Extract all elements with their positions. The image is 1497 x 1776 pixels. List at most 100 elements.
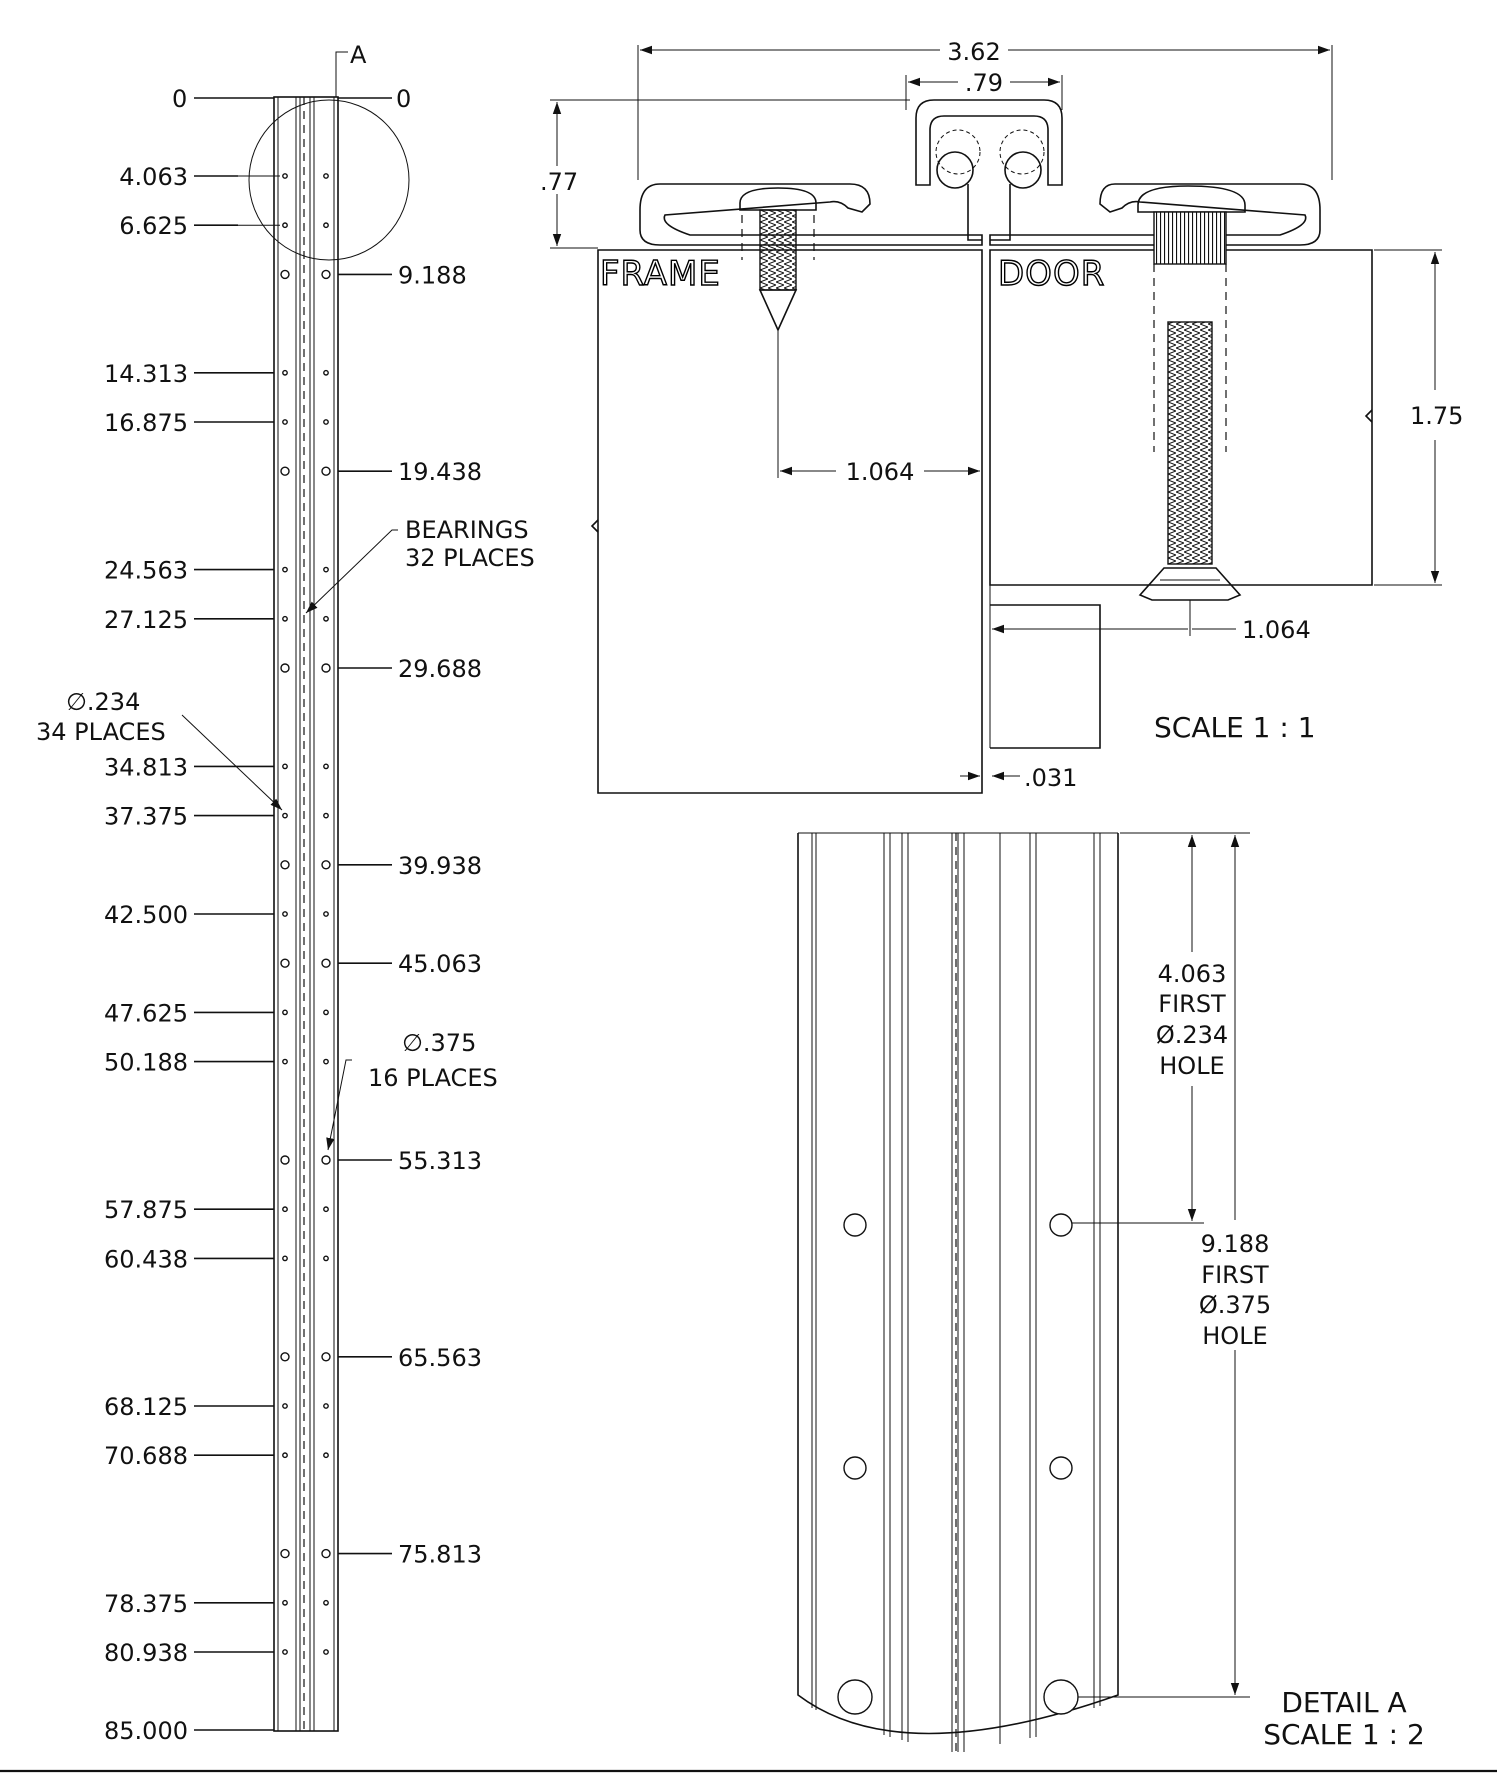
right-dim-label: 75.813: [398, 1541, 482, 1569]
left-dim: 57.875: [104, 1196, 274, 1224]
svg-text:HOLE: HOLE: [1202, 1322, 1267, 1350]
left-dim-label: 34.813: [104, 753, 188, 781]
left-dimension-labels: 4.0636.62514.31316.87524.56327.12534.813…: [104, 163, 280, 1745]
large-holes: [280, 269, 331, 1559]
large-hole: [321, 860, 331, 870]
bearings-callout: BEARINGS 32 PLACES: [305, 516, 535, 614]
svg-text:Ø.234: Ø.234: [1156, 1021, 1228, 1049]
detail-title: DETAIL A: [1281, 1686, 1406, 1719]
small-hole: [323, 615, 329, 622]
small-hole: [323, 1206, 329, 1213]
left-dim-label: 14.313: [104, 360, 188, 388]
svg-text:HOLE: HOLE: [1159, 1052, 1224, 1080]
large-hole: [280, 663, 290, 673]
left-dim: 14.313: [104, 360, 274, 388]
detail-scale: SCALE 1 : 2: [1263, 1718, 1425, 1751]
large-hole: [321, 466, 331, 476]
small-hole-callout: ∅.234 34 PLACES: [36, 688, 283, 811]
large-hole: [280, 466, 290, 476]
large-hole: [321, 269, 331, 280]
gap-dim: .031: [1024, 764, 1077, 792]
large-hole: [321, 1155, 331, 1165]
knuckle-dim: .79: [965, 69, 1003, 97]
large-hole: [321, 663, 331, 673]
small-hole: [282, 1255, 288, 1262]
right-dim-label: 19.438: [398, 458, 482, 486]
left-dim-label: 50.188: [104, 1049, 188, 1077]
width-dim: 3.62: [947, 38, 1000, 66]
left-dim: 50.188: [104, 1049, 274, 1077]
left-dim-label: 24.563: [104, 557, 188, 585]
right-dim-label: 45.063: [398, 950, 482, 978]
small-hole: [282, 1649, 288, 1655]
right-dim: 29.688: [338, 655, 482, 683]
height-dim: .77: [540, 168, 578, 196]
small-hole: [282, 812, 288, 819]
section-scale-label: SCALE 1 : 1: [1154, 711, 1316, 744]
right-dim: 9.188: [338, 261, 467, 289]
detail-dimensions: 4.063 FIRST Ø.234 HOLE 9.188 FIRST Ø.375…: [1072, 832, 1425, 1751]
left-dim: 34.813: [104, 753, 274, 781]
right-dim: 19.438: [338, 458, 482, 486]
left-dim: 37.375: [104, 803, 274, 831]
small-hole: [323, 812, 329, 819]
zero-right-label: 0: [396, 85, 411, 113]
small-hole: [282, 1599, 288, 1606]
left-dim: 85.000: [104, 1717, 274, 1745]
section-label: A: [350, 41, 367, 69]
left-dim-label: 4.063: [119, 163, 188, 191]
svg-text:FIRST: FIRST: [1201, 1261, 1269, 1289]
small-hole: [282, 369, 288, 376]
svg-text:∅.375: ∅.375: [402, 1029, 476, 1057]
small-hole: [282, 419, 288, 425]
large-hole: [280, 1352, 290, 1362]
left-dim-label: 60.438: [104, 1245, 188, 1273]
svg-text:32 PLACES: 32 PLACES: [405, 544, 535, 572]
right-dim-label: 65.563: [398, 1344, 482, 1372]
small-hole: [323, 222, 329, 229]
large-hole-callout: ∅.375 16 PLACES: [326, 1029, 498, 1151]
left-dim: 68.125: [104, 1393, 274, 1421]
left-dim: 24.563: [104, 557, 274, 585]
right-dim-label: 55.313: [398, 1147, 482, 1175]
large-hole: [280, 1548, 290, 1559]
large-hole: [280, 860, 290, 870]
door-label: DOOR: [998, 254, 1105, 294]
right-dim: 75.813: [338, 1541, 482, 1569]
svg-text:9.188: 9.188: [1201, 1230, 1270, 1258]
small-hole: [282, 1403, 288, 1409]
left-dim-label: 57.875: [104, 1196, 188, 1224]
large-hole: [280, 958, 290, 968]
left-dim-label: 6.625: [119, 212, 188, 240]
small-hole: [282, 222, 288, 229]
small-hole: [323, 173, 329, 179]
small-hole: [323, 763, 329, 770]
left-dim-label: 16.875: [104, 409, 188, 437]
small-hole: [282, 173, 288, 179]
small-hole: [323, 1403, 329, 1409]
right-dimension-labels: 9.188 19.438 29.688 39.938 45.063 55.313 65.56…: [338, 261, 482, 1569]
frame-label: FRAME: [600, 254, 721, 294]
svg-text:4.063: 4.063: [1158, 960, 1227, 988]
left-dim: 70.688: [104, 1442, 274, 1470]
right-dim: 39.938: [338, 852, 482, 880]
small-hole: [282, 911, 288, 917]
small-hole: [282, 615, 288, 622]
frame-offset-dim: 1.064: [846, 458, 915, 486]
small-hole: [323, 911, 329, 917]
small-hole: [282, 1206, 288, 1213]
small-hole: [323, 1255, 329, 1262]
left-dim-label: 70.688: [104, 1442, 188, 1470]
large-hole: [280, 1155, 290, 1165]
left-dim: 78.375: [104, 1590, 274, 1618]
left-dim-label: 47.625: [104, 999, 188, 1027]
zero-left-label: 0: [172, 85, 187, 113]
left-dim: 60.438: [104, 1245, 274, 1273]
door-offset-dim: 1.064: [1242, 616, 1311, 644]
small-hole: [323, 1009, 329, 1016]
hinge-length-view: A 0 0: [172, 41, 411, 1732]
door-thickness-dim: 1.75: [1410, 402, 1463, 430]
small-hole: [282, 1452, 288, 1459]
small-hole: [282, 1009, 288, 1016]
left-dim: 42.500: [104, 901, 274, 929]
